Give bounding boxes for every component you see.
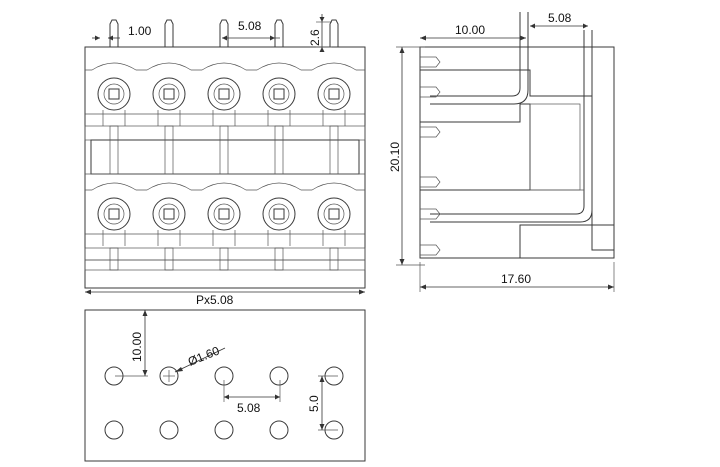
screw — [262, 77, 296, 111]
side-view-base — [519, 224, 615, 259]
pcb-hole — [159, 366, 179, 386]
screw — [317, 77, 351, 111]
dim-overhang: 10.00 — [420, 23, 526, 41]
dim-pin-width-label: 1.00 — [128, 24, 152, 38]
upper-rail — [84, 125, 366, 141]
middle-band — [90, 139, 360, 175]
pcb-outline — [84, 309, 366, 462]
dim-pin-pitch: 5.08 — [222, 19, 280, 41]
pcb-hole — [104, 420, 124, 440]
pcb-hole — [159, 420, 179, 440]
dim-hole-diameter-label: Ø1.60 — [186, 343, 222, 368]
screw — [152, 197, 186, 231]
pin — [274, 19, 284, 47]
dim-pin-width: 1.00 — [92, 24, 152, 41]
dim-overhang-label: 10.00 — [455, 23, 485, 37]
pin — [109, 19, 119, 47]
pcb-layout: 10.00 Ø1.60 5.08 5.0 — [84, 309, 366, 462]
dim-row-pitch-label: 5.0 — [307, 395, 321, 412]
base-rail — [84, 259, 366, 271]
dim-hole-pitch-label: 5.08 — [237, 401, 261, 415]
dim-pin-pitch-label: 5.08 — [238, 19, 262, 33]
dim-total-width: Px5.08 — [85, 289, 365, 307]
screw — [97, 77, 131, 111]
pin — [219, 19, 229, 47]
side-view: 10.00 5.08 20.10 17.60 — [388, 11, 615, 292]
dim-side-pitch: 5.08 — [530, 11, 588, 29]
lower-rail — [84, 247, 366, 261]
pin — [164, 19, 174, 47]
side-view-upper-pin — [430, 12, 521, 97]
front-view: 1.00 5.08 2.6 Px5.08 — [84, 14, 366, 307]
side-view-top-housing — [419, 46, 593, 97]
dim-row-pitch: 5.0 — [307, 375, 338, 431]
pin — [329, 19, 339, 47]
dim-row-offset-label: 10.00 — [130, 332, 144, 362]
dim-hole-diameter: Ø1.60 — [174, 343, 226, 373]
dim-total-width-label: Px5.08 — [196, 293, 234, 307]
dim-height-label: 20.10 — [388, 142, 402, 172]
side-view-lower-pin — [430, 30, 585, 215]
screw — [97, 197, 131, 231]
dim-height: 20.10 — [388, 46, 425, 266]
screw — [152, 77, 186, 111]
dim-row-offset: 10.00 — [115, 310, 148, 377]
upper-screw-row — [85, 62, 365, 126]
front-view-pins — [109, 19, 339, 47]
side-view-wall — [591, 46, 615, 251]
dim-depth-label: 17.60 — [501, 272, 531, 286]
lower-screw-row — [85, 182, 365, 246]
screw — [207, 197, 241, 231]
dim-depth: 17.60 — [419, 262, 615, 292]
dim-pin-height: 2.6 — [308, 14, 332, 52]
dim-pin-height-label: 2.6 — [308, 29, 322, 46]
hole-center-mark — [163, 370, 175, 382]
dim-hole-pitch: 5.08 — [223, 380, 281, 415]
dim-side-pitch-label: 5.08 — [548, 11, 572, 25]
pcb-hole — [214, 420, 234, 440]
screw — [207, 77, 241, 111]
pcb-hole — [269, 420, 289, 440]
screw — [317, 197, 351, 231]
pcb-hole — [269, 366, 289, 386]
screw — [262, 197, 296, 231]
front-view-body — [84, 46, 366, 289]
